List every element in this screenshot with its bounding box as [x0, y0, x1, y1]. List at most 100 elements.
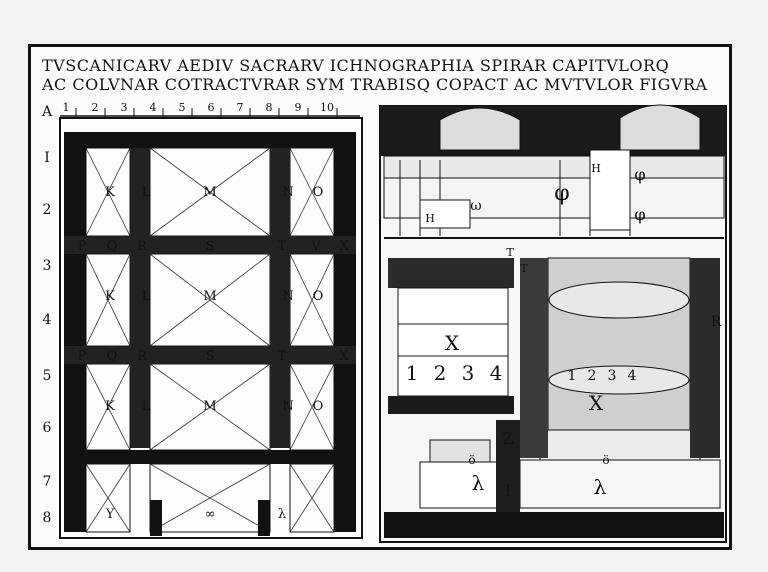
elevation-letter: T	[506, 246, 514, 259]
elevation-letter: X	[445, 331, 460, 355]
row-label: 6	[43, 420, 52, 436]
row-labels: A I 2 3 4 5 6 7 8	[41, 104, 53, 526]
plan-letter: S	[206, 349, 215, 364]
module-digit: 3	[462, 361, 475, 385]
scale-number: 7	[237, 101, 244, 114]
elevation-letter: ö	[468, 453, 475, 467]
elevation-letter: V	[505, 519, 515, 533]
plan-letter: O	[313, 289, 324, 304]
plan-letter: M	[203, 289, 216, 304]
plan-letter: Q	[107, 239, 118, 254]
elevation-letter: φ	[554, 181, 569, 206]
plate-title-line-1: TVSCANICARV AEDIV SACRARV ICHNOGRAPHIA S…	[42, 56, 670, 75]
plan-letter: λ	[278, 507, 286, 522]
row-label: 8	[43, 510, 52, 526]
plan-letter: R	[137, 239, 148, 254]
column-module-digit: 2	[588, 368, 597, 384]
plan-letter: O	[313, 399, 324, 414]
elevation-letter: T	[520, 262, 528, 275]
plan-letter: T	[278, 239, 287, 254]
elevation-letter: ξ	[544, 518, 552, 534]
plan-letter: V	[310, 239, 321, 254]
scale-number: 6	[208, 101, 215, 114]
plan-letter: N	[282, 289, 293, 304]
plan-letter: S	[206, 239, 215, 254]
elevation-letter: λ	[594, 475, 607, 499]
row-label: 3	[43, 258, 52, 274]
elevation-letter: H	[425, 212, 435, 225]
elevation-letter: Z	[502, 429, 513, 448]
row-label: I	[44, 150, 50, 166]
scale-number: 2	[92, 101, 99, 114]
plan-letter: ∞	[205, 451, 216, 466]
scale-number: 5	[179, 101, 186, 114]
elevation-letter: φ	[634, 205, 645, 224]
plan-letter: L	[142, 289, 151, 304]
plan-letter: L	[142, 399, 151, 414]
elevation-letter: λ	[472, 471, 485, 495]
column-module-digit: 1	[568, 368, 577, 384]
elevation-letter: X	[589, 391, 604, 415]
elevation-letter: H	[591, 162, 601, 175]
module-digit: 1	[406, 361, 419, 385]
module-digit: 2	[434, 361, 447, 385]
plan-letter: R	[137, 349, 148, 364]
plan-letters: A C G H K L M N O P Q R S T V X K L M N O P Q R S T X K L M N O A ∞ G Y H Y ∞ λ…	[70, 137, 349, 522]
plan-letter: K	[105, 289, 115, 304]
column-module-digit: 4	[628, 368, 637, 384]
plan-letter: K	[105, 185, 115, 200]
plan-letter: H	[338, 137, 349, 152]
plate-title: TVSCANICARV AEDIV SACRARV ICHNOGRAPHIA S…	[42, 56, 732, 94]
elevation-letter: R	[711, 314, 722, 330]
plan-letter: X	[339, 349, 349, 364]
elevation-letter: I	[505, 481, 511, 500]
plan-letter: N	[282, 399, 293, 414]
plan-letter: O	[313, 185, 324, 200]
plan-letter: β	[72, 507, 80, 522]
elevation-letter: ω	[470, 198, 481, 214]
plan-letter: Q	[107, 349, 118, 364]
plan-letter: M	[203, 399, 216, 414]
plan-letter: ε	[341, 507, 348, 522]
plan-letter: L	[142, 185, 151, 200]
row-label: A	[41, 104, 53, 120]
row-label: 4	[43, 312, 52, 328]
row-label: 2	[43, 202, 52, 218]
plan-letter: A	[70, 451, 81, 466]
plan-letter: N	[282, 185, 293, 200]
elevation-letter: ö	[602, 453, 609, 467]
scale-number: 3	[121, 101, 128, 114]
scale-number: 9	[295, 101, 302, 114]
plan-letter: A	[70, 137, 81, 152]
temple-plan: A C G H K L M N O P Q R S T V X K L M N O P Q R S T X K L M N O A ∞ G Y H Y ∞ λ…	[41, 104, 363, 539]
module-digit: 4	[490, 361, 503, 385]
plan-letter: G	[275, 137, 285, 152]
scale-number: 4	[150, 101, 157, 114]
scale-number: 1	[63, 101, 70, 114]
plan-letter: X	[339, 239, 349, 254]
plan-letter: Y	[105, 507, 115, 522]
scale-number: 10	[320, 101, 334, 114]
plan-letter: G	[275, 451, 285, 466]
plan-letter: K	[105, 399, 115, 414]
plan-letter: T	[278, 349, 287, 364]
row-label: 5	[43, 368, 52, 384]
plan-letter: M	[203, 185, 216, 200]
elevation-letter: K	[406, 519, 416, 533]
plate-title-line-2: AC COLVNAR COTRACTVRAR SYM TRABISQ COPAC…	[42, 75, 708, 94]
plan-letter: P	[78, 349, 87, 364]
plan-letter: Y	[307, 451, 317, 466]
plan-letter: ∞	[205, 507, 216, 522]
plan-letter: C	[135, 137, 145, 152]
plan-letter: P	[78, 239, 87, 254]
scale-number: 8	[266, 101, 273, 114]
plan-letter: H	[338, 451, 349, 466]
scale-numbers: 1 2 3 4 5 6 7 8 9 10	[63, 101, 338, 120]
elevation-letter: φ	[634, 165, 645, 184]
row-label: 7	[43, 474, 52, 490]
column-module-digit: 3	[608, 368, 617, 384]
